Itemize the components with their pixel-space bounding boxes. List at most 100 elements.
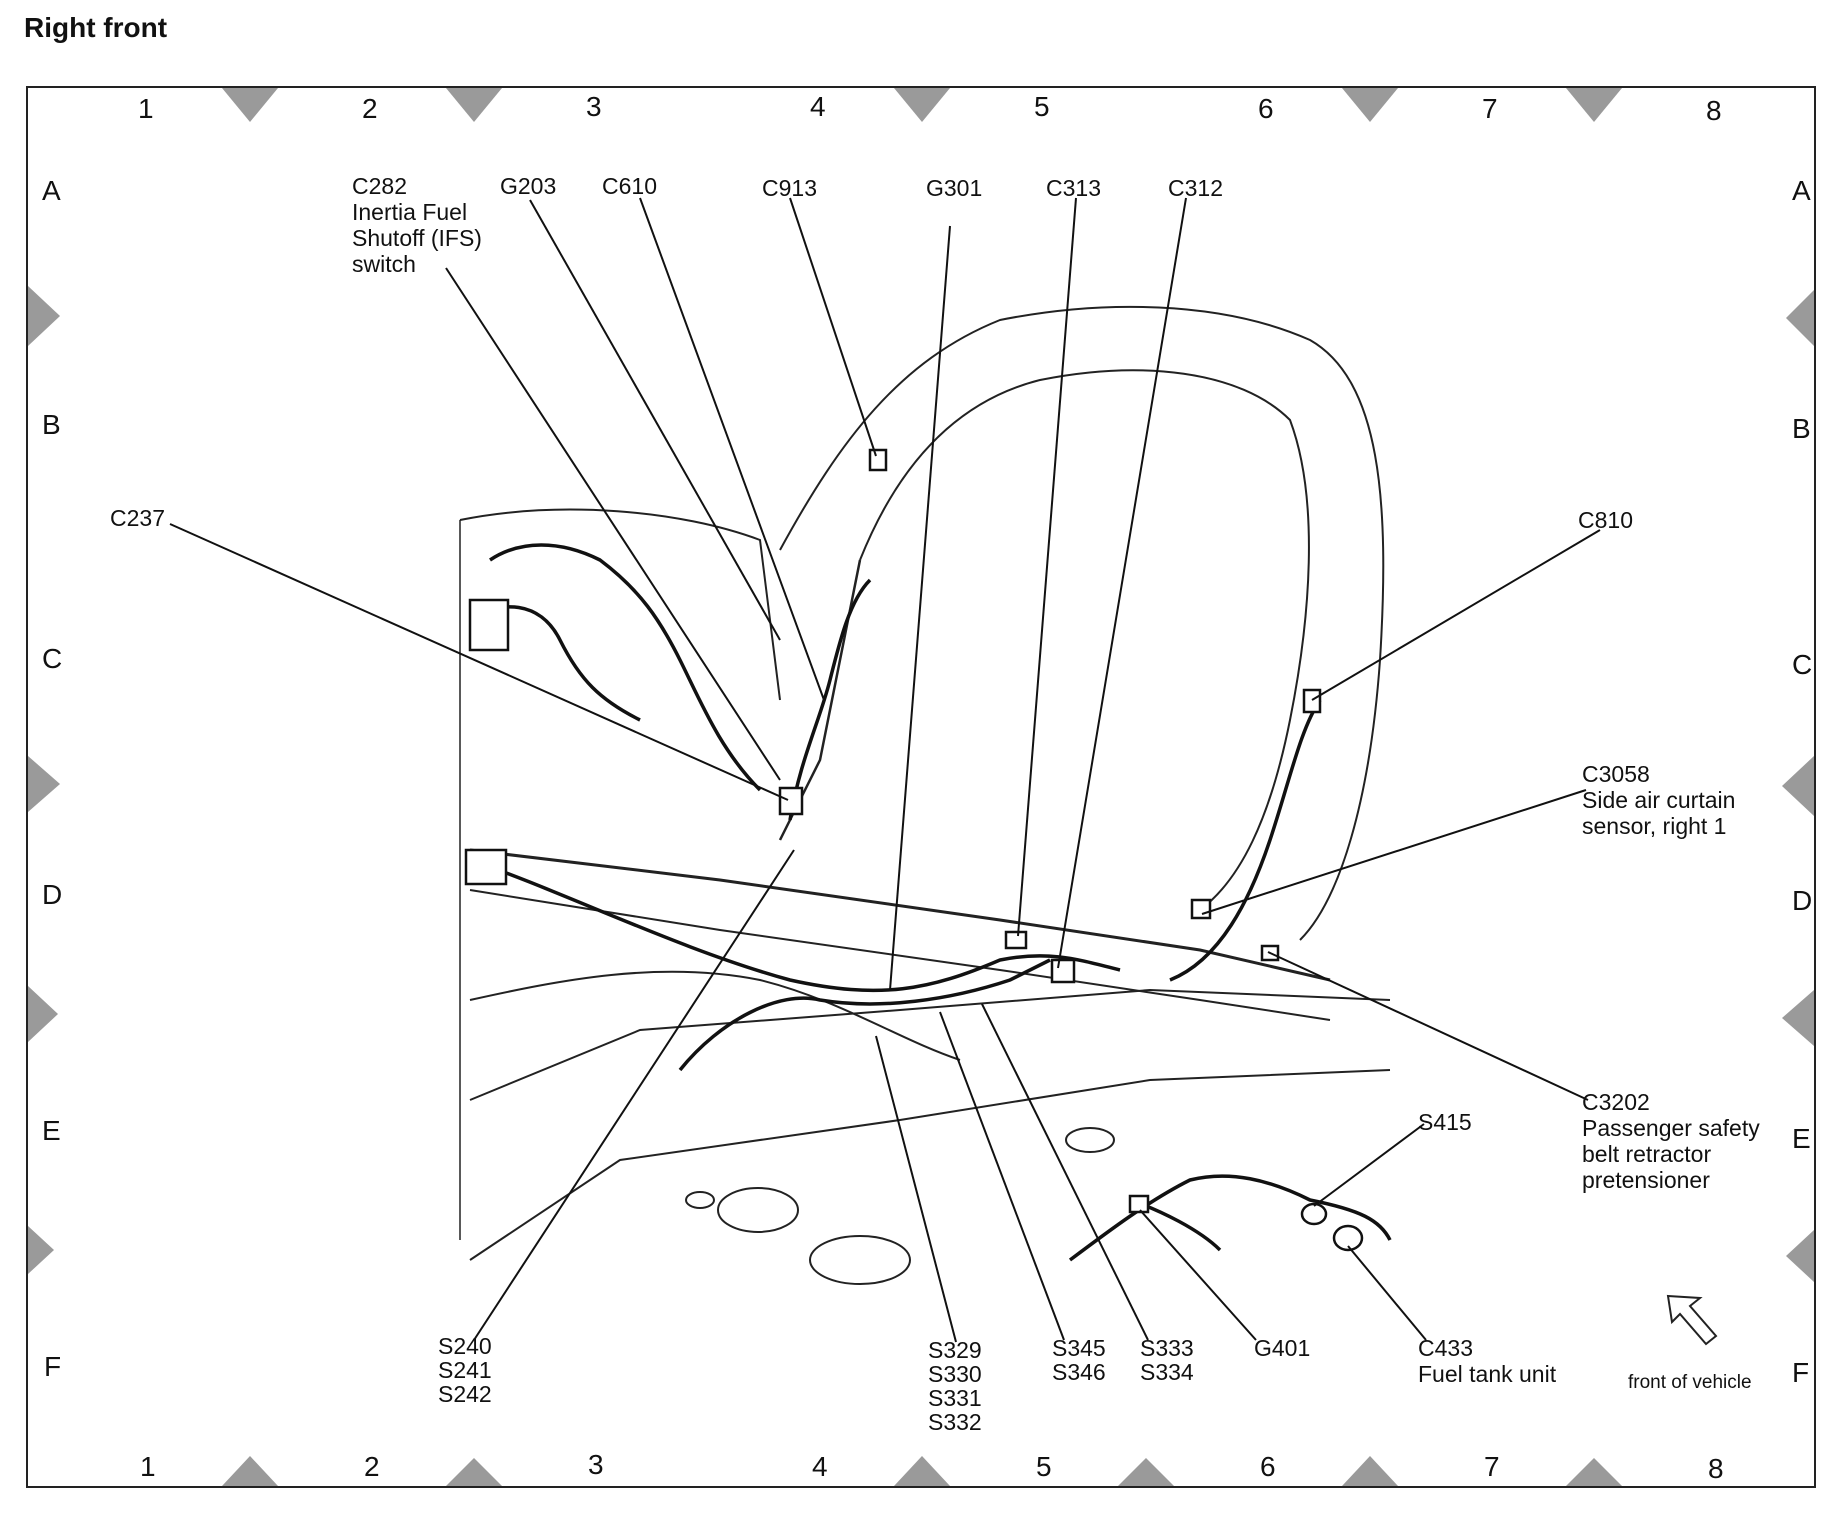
label-c3058-3: sensor, right 1 (1582, 813, 1726, 839)
label-g203: G203 (500, 173, 556, 199)
floor-hole-3 (1065, 1127, 1115, 1153)
label-c282-3: Shutoff (IFS) (352, 225, 482, 251)
leader-s240 (473, 849, 795, 1341)
page-title: Right front (24, 12, 168, 43)
leader-s329 (875, 1035, 957, 1343)
connector-c237 (778, 786, 804, 816)
leader-c610 (639, 197, 825, 701)
label-c3202-3: belt retractor (1582, 1141, 1711, 1167)
grid-row-right-D: D (1792, 885, 1812, 916)
label-g301: G301 (926, 175, 982, 201)
leader-g401 (1139, 1209, 1257, 1341)
leader-c282 (445, 267, 781, 781)
leader-g203 (529, 199, 781, 641)
grid-columns-top: 1 2 3 4 5 6 7 8 (138, 91, 1722, 126)
connector-c313 (1004, 930, 1028, 950)
label-c282-4: switch (352, 251, 416, 277)
grid-col-top-7: 7 (1482, 93, 1498, 124)
grid-col-top-3: 3 (586, 91, 602, 122)
leader-c3058 (1201, 789, 1587, 915)
grid-col-top-6: 6 (1258, 93, 1274, 124)
connectors (464, 448, 1364, 1252)
harness-c-pillar (1169, 699, 1322, 982)
label-s329-4: S332 (928, 1409, 982, 1435)
label-c913: C913 (762, 175, 817, 201)
grid-tick-markers (28, 88, 1814, 1486)
connector-c312 (1050, 958, 1076, 984)
grid-col-bottom-3: 3 (588, 1449, 604, 1480)
tick-left-4 (28, 1226, 54, 1274)
leader-s345 (939, 1011, 1065, 1341)
grid-row-left-B: B (42, 409, 61, 440)
grid-col-bottom-5: 5 (1036, 1451, 1052, 1482)
grid-row-left-A: A (42, 175, 61, 206)
tick-top-1 (222, 88, 278, 122)
connector-c3058 (1190, 898, 1212, 920)
label-s345-1: S345 (1052, 1335, 1106, 1361)
connector-c913 (868, 448, 888, 472)
leader-g301 (889, 225, 951, 991)
connector-c433 (1332, 1224, 1364, 1252)
label-s333-1: S333 (1140, 1335, 1194, 1361)
label-c610: C610 (602, 173, 657, 199)
tick-bottom-5 (1342, 1456, 1398, 1486)
callout-labels: C282 Inertia Fuel Shutoff (IFS) switch G… (110, 173, 1760, 1435)
wiring-harness (469, 543, 1392, 1262)
rocker-panel-lower (469, 889, 1331, 1021)
grid-col-top-2: 2 (362, 93, 378, 124)
label-c313: C313 (1046, 175, 1101, 201)
rocker-panel (469, 848, 1331, 982)
label-s329-2: S330 (928, 1361, 982, 1387)
grid-col-top-1: 1 (138, 93, 154, 124)
floor-edge (469, 988, 1391, 1101)
grid-col-bottom-7: 7 (1484, 1451, 1500, 1482)
label-s240-3: S242 (438, 1381, 492, 1407)
grid-col-top-4: 4 (810, 91, 826, 122)
label-c237: C237 (110, 505, 165, 531)
tick-top-4 (1342, 88, 1398, 122)
harness-tunnel (678, 958, 1051, 1072)
grid-row-left-F: F (44, 1351, 61, 1382)
tick-right-1 (1786, 290, 1814, 346)
leader-c312 (1057, 197, 1187, 969)
tick-bottom-6 (1566, 1458, 1622, 1486)
tick-bottom-4 (1118, 1458, 1174, 1486)
tick-left-2 (28, 756, 60, 812)
tick-left-3 (28, 986, 58, 1042)
tick-top-5 (1566, 88, 1622, 122)
connector-dash-2 (468, 598, 510, 652)
label-c3202-1: C3202 (1582, 1089, 1650, 1115)
grid-row-left-C: C (42, 643, 62, 674)
grid-col-bottom-1: 1 (140, 1451, 156, 1482)
harness-main-floor (469, 858, 1121, 993)
tick-right-3 (1782, 990, 1814, 1046)
grid-row-right-B: B (1792, 413, 1811, 444)
tick-top-3 (894, 88, 950, 122)
leader-c810 (1311, 529, 1601, 701)
tunnel (469, 970, 961, 1061)
leader-c237 (169, 523, 789, 801)
label-c282-2: Inertia Fuel (352, 199, 467, 225)
grid-row-right-A: A (1792, 175, 1811, 206)
label-s329-3: S331 (928, 1385, 982, 1411)
floor-hole-2 (809, 1235, 911, 1285)
floor-hole-4 (685, 1191, 715, 1209)
tick-top-2 (446, 88, 502, 122)
door-frame-outer (779, 305, 1385, 941)
label-s333-2: S334 (1140, 1359, 1194, 1385)
label-c3202-2: Passenger safety (1582, 1115, 1760, 1141)
dash-outline (459, 508, 781, 701)
tick-right-2 (1782, 756, 1814, 816)
grid-columns-bottom: 1 2 3 4 5 6 7 8 (140, 1449, 1724, 1484)
floor-hole-1 (717, 1187, 799, 1233)
tick-bottom-2 (446, 1458, 502, 1486)
label-c433-1: C433 (1418, 1335, 1473, 1361)
grid-col-bottom-2: 2 (364, 1451, 380, 1482)
label-s240-2: S241 (438, 1357, 492, 1383)
grid-row-right-E: E (1792, 1123, 1811, 1154)
harness-dash-cluster (489, 543, 762, 792)
grid-row-left-E: E (42, 1115, 61, 1146)
front-of-vehicle-arrow-icon (1666, 1294, 1718, 1346)
tick-right-4 (1786, 1230, 1814, 1282)
